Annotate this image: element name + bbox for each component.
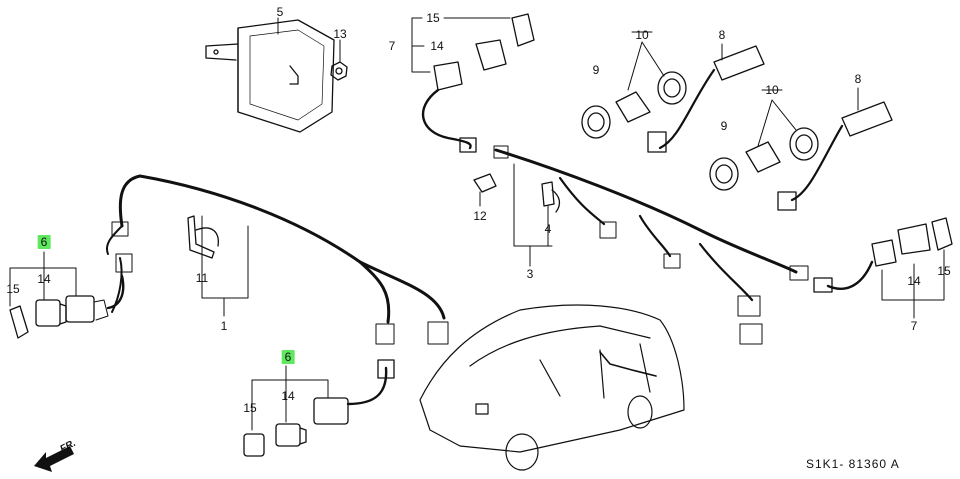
- left-sensor-assembly-6: [9, 274, 125, 339]
- sub-harness-part-3: [494, 148, 798, 302]
- callout-14-top: 14: [430, 39, 444, 53]
- callout-7-top: 7: [388, 39, 396, 53]
- callout-1: 1: [220, 319, 228, 333]
- upper-sensor-assembly-7: [421, 13, 535, 153]
- callout-15-left: 15: [6, 282, 20, 296]
- sensor-set-lower: [709, 101, 893, 211]
- main-harness-part-1: [106, 174, 446, 324]
- control-unit-part-5: [205, 19, 335, 133]
- callout-4: 4: [544, 222, 552, 236]
- right-sensor-assembly-7: [813, 217, 953, 293]
- callout-8-lower: 8: [854, 72, 862, 86]
- callout-9-lower: 9: [720, 119, 728, 133]
- callout-3: 3: [526, 267, 534, 281]
- callout-10-upper: 10: [635, 28, 649, 42]
- callout-13: 13: [333, 27, 347, 41]
- callout-9-upper: 9: [592, 63, 600, 77]
- front-direction-arrow-icon: [34, 446, 74, 472]
- harness-1-connectors: [111, 221, 449, 345]
- clip-part-12: [473, 173, 497, 193]
- callout-14-left: 14: [37, 272, 51, 286]
- leader-lines: [9, 17, 945, 431]
- callout-11: 11: [195, 271, 209, 285]
- callout-7-right: 7: [910, 319, 918, 333]
- callout-10-lower: 10: [765, 83, 779, 97]
- callout-8-upper: 8: [718, 28, 726, 42]
- callout-6-left: 6: [37, 235, 51, 249]
- bracket-part-11: [187, 215, 219, 259]
- diagram-code: S1K1- 81360 A: [806, 457, 900, 471]
- callout-6-bottom: 6: [281, 350, 295, 364]
- clip-part-4: [541, 181, 561, 213]
- callout-14-bottom: 14: [281, 389, 295, 403]
- callout-15-right: 15: [937, 264, 951, 278]
- sensor-set-upper: [581, 45, 765, 153]
- sub-harness-connectors: [493, 145, 809, 345]
- callout-12: 12: [473, 209, 487, 223]
- lower-sensor-assembly-6: [243, 359, 395, 457]
- callout-15-bottom: 15: [243, 401, 257, 415]
- callout-5: 5: [276, 5, 284, 19]
- callout-14-right: 14: [907, 274, 921, 288]
- vehicle-outline: [419, 304, 685, 471]
- callout-15-top: 15: [426, 11, 440, 25]
